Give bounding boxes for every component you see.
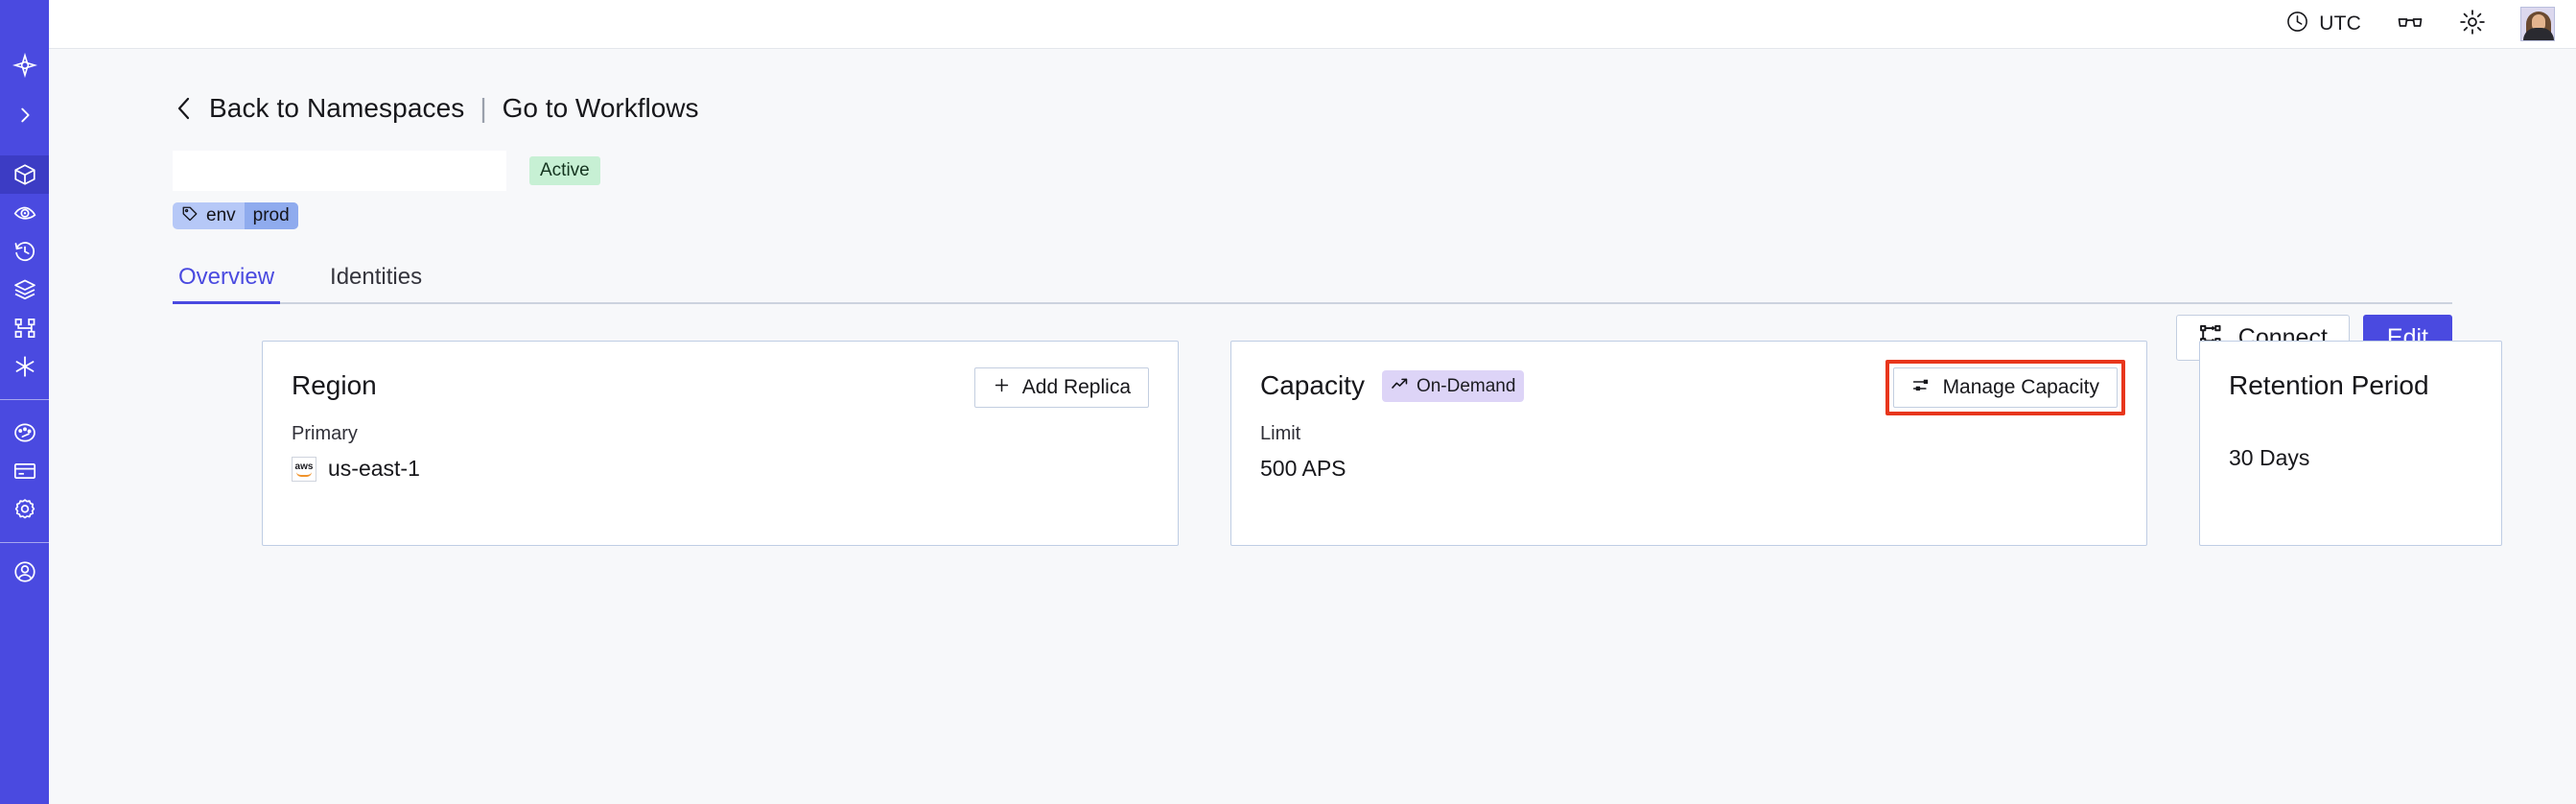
cube-icon xyxy=(12,162,37,187)
tab-bar: Overview Identities xyxy=(173,258,2452,304)
manage-capacity-highlight: Manage Capacity xyxy=(1885,360,2125,415)
avatar-face xyxy=(2532,14,2545,31)
capacity-mode-badge: On-Demand xyxy=(1381,369,1525,402)
card-region-value: us-east-1 xyxy=(328,456,420,481)
add-replica-label: Add Replica xyxy=(1021,376,1131,398)
connect-flow-icon xyxy=(2198,322,2223,354)
breadcrumb-separator: | xyxy=(480,93,487,123)
aws-logo-smile xyxy=(296,472,312,477)
add-replica-button[interactable]: Add Replica xyxy=(973,367,1149,408)
status-badge: Active xyxy=(529,156,600,185)
workflow-graph-icon xyxy=(12,316,37,341)
card-region-action: Add Replica xyxy=(973,367,1149,408)
sidebar-item-namespaces[interactable] xyxy=(0,155,49,194)
account-circle-icon xyxy=(12,559,37,584)
namespace-title-redacted xyxy=(173,151,506,191)
tab-overview[interactable]: Overview xyxy=(173,264,281,304)
card-region-sublabel: Primary xyxy=(292,423,358,444)
card-region-title: Region xyxy=(292,370,377,400)
sidebar-item-account[interactable] xyxy=(0,553,49,591)
eye-icon xyxy=(12,201,37,225)
avatar-body xyxy=(2523,28,2554,40)
clock-rewind-icon xyxy=(12,239,37,264)
main-area: UTC xyxy=(49,0,2576,804)
sidebar-item-observability[interactable] xyxy=(0,194,49,232)
chevron-left-icon[interactable] xyxy=(173,94,196,123)
tab-identities[interactable]: Identities xyxy=(330,264,423,290)
manage-capacity-button[interactable]: Manage Capacity xyxy=(1892,367,2118,408)
timezone-selector[interactable]: UTC xyxy=(2285,10,2361,39)
card-retention-value: 30 Days xyxy=(2229,445,2310,470)
sidebar-divider-1 xyxy=(0,399,49,400)
sliders-icon xyxy=(1911,375,1932,401)
card-region-value-row: aws us-east-1 xyxy=(292,456,1149,482)
card-retention-head: Retention Period xyxy=(2229,367,2472,404)
gear-icon xyxy=(12,497,37,522)
sidebar-item-settings[interactable] xyxy=(0,490,49,529)
capacity-mode-label: On-Demand xyxy=(1416,375,1516,396)
reading-glasses-button[interactable] xyxy=(2396,8,2424,41)
chevron-right-icon xyxy=(14,105,35,126)
overview-cards: Region Add Replica Primary xyxy=(262,341,2576,546)
sidebar-item-billing[interactable] xyxy=(0,452,49,490)
reading-glasses-icon xyxy=(2396,8,2424,41)
clock-icon xyxy=(2285,10,2309,39)
plus-icon xyxy=(993,376,1011,400)
card-retention-title: Retention Period xyxy=(2229,370,2429,400)
credit-card-icon xyxy=(12,459,37,484)
breadcrumb: Back to Namespaces | Go to Workflows xyxy=(173,93,2576,124)
tag-value: prod xyxy=(244,202,298,229)
card-capacity: Capacity On-Demand xyxy=(1230,341,2147,546)
sidebar-item-workflows[interactable] xyxy=(0,309,49,347)
sidebar-item-layers[interactable] xyxy=(0,271,49,309)
top-bar: UTC xyxy=(49,0,2576,49)
sidebar-item-usage[interactable] xyxy=(0,414,49,452)
card-capacity-value: 500 APS xyxy=(1260,456,1347,481)
card-capacity-title: Capacity xyxy=(1260,370,1365,400)
sidebar-item-history[interactable] xyxy=(0,232,49,271)
layers-icon xyxy=(12,277,37,302)
sidebar-item-expand[interactable] xyxy=(0,96,49,134)
breadcrumb-back-link[interactable]: Back to Namespaces xyxy=(209,93,465,123)
namespace-tags: env prod xyxy=(173,202,2576,229)
card-retention: Retention Period 30 Days xyxy=(2199,341,2502,546)
tag-chip-env[interactable]: env prod xyxy=(173,202,298,229)
avatar[interactable] xyxy=(2520,7,2555,41)
card-capacity-sublabel: Limit xyxy=(1260,423,1301,444)
trend-up-icon xyxy=(1391,375,1409,397)
sidebar-item-logo[interactable] xyxy=(0,46,49,84)
asterisk-icon xyxy=(12,354,37,379)
sun-icon xyxy=(2459,9,2486,40)
sidebar-item-integrations[interactable] xyxy=(0,347,49,386)
breadcrumb-workflows-link[interactable]: Go to Workflows xyxy=(502,93,699,123)
tag-icon xyxy=(181,205,199,227)
page-content: Back to Namespaces | Go to Workflows Act… xyxy=(49,49,2576,804)
namespace-title-row: Active xyxy=(173,151,2576,191)
sidebar-divider-2 xyxy=(0,542,49,543)
card-region-head: Region xyxy=(292,367,1149,404)
theme-toggle-button[interactable] xyxy=(2459,9,2486,40)
tag-key: env xyxy=(206,205,236,225)
temporal-logo-icon xyxy=(12,53,37,78)
gauge-icon xyxy=(12,420,37,445)
card-capacity-head: Capacity On-Demand xyxy=(1260,367,2118,404)
aws-logo-text: aws xyxy=(294,461,314,472)
sidebar xyxy=(0,0,49,804)
timezone-label: UTC xyxy=(2319,12,2361,35)
card-region: Region Add Replica Primary xyxy=(262,341,1179,546)
aws-logo-icon: aws xyxy=(292,456,316,482)
manage-capacity-label: Manage Capacity xyxy=(1942,376,2099,398)
